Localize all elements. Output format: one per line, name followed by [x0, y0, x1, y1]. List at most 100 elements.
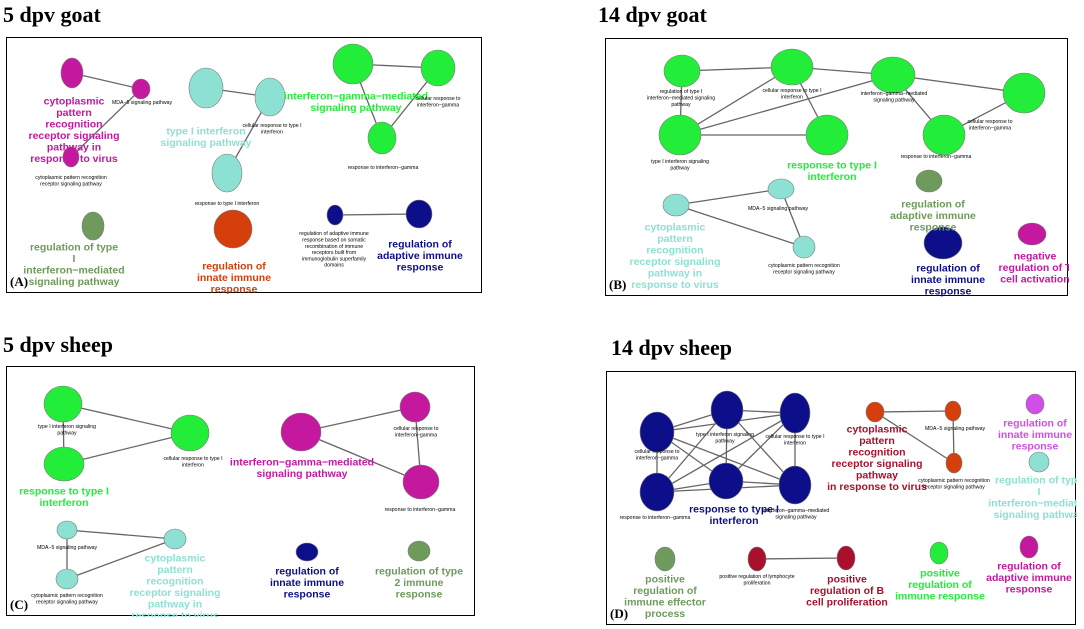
node-b13 [1017, 222, 1047, 246]
node-d14 [836, 545, 856, 571]
node-d1 [639, 411, 675, 453]
edge-a2-a3 [70, 88, 142, 158]
node-d12 [654, 546, 676, 572]
edge-c7-c8 [66, 529, 176, 540]
node-a7 [332, 43, 374, 85]
node-b11 [915, 169, 943, 193]
node-d13 [747, 546, 767, 572]
node-c10 [295, 542, 319, 562]
label-response-to-type-i-interferon: response to type I interferon [195, 201, 260, 207]
edge-b3-b5 [679, 74, 894, 136]
node-c5 [399, 391, 431, 423]
panel-tag-b: (B) [609, 277, 627, 292]
label-response-to-interferon-gamma: response to interferon−gamma [348, 165, 419, 171]
heading-c: 5 dpv sheep [3, 332, 114, 357]
node-b9 [767, 178, 795, 200]
edge-b8-b9 [675, 188, 782, 206]
node-c6 [402, 464, 440, 500]
node-a5 [254, 77, 286, 117]
heading-d: 14 dpv sheep [611, 335, 733, 360]
node-b10 [792, 235, 816, 259]
node-c1 [43, 385, 83, 423]
edge-d3-d4 [656, 412, 796, 493]
node-d11 [1028, 451, 1050, 473]
node-b7 [1002, 72, 1046, 114]
node-a9 [367, 121, 397, 155]
edge-c4-c6 [300, 431, 422, 483]
edge-b2-b3 [679, 66, 793, 136]
node-c4 [280, 412, 322, 452]
panel-tag-a: (A) [10, 274, 29, 289]
node-b6 [922, 114, 966, 156]
edge-a1-a2 [71, 72, 142, 90]
label-mda-5-signaling-pathway: MDA−5 signaling pathway [37, 545, 98, 551]
edge-c2-c3 [63, 432, 191, 465]
edge-a12-a13 [334, 213, 420, 216]
node-d4 [639, 472, 675, 512]
node-c2 [170, 414, 210, 452]
node-c9 [55, 568, 79, 590]
node-b1 [663, 54, 701, 88]
node-d7 [865, 401, 885, 423]
panel-tag-d: (D) [610, 606, 629, 621]
node-d8 [944, 400, 962, 422]
edge-b8-b10 [675, 204, 805, 248]
label-response-to-interferon-gamma: response to interferon−gamma [620, 515, 691, 521]
label-response-to-interferon-gamma: response to interferon−gamma [385, 507, 456, 513]
label-mda-5-signaling-pathway: MDA−5 signaling pathway [112, 100, 173, 106]
node-a8 [420, 49, 456, 87]
node-b12 [923, 226, 963, 260]
node-c8 [163, 528, 187, 550]
label-mda-5-signaling-pathway: MDA−5 signaling pathway [748, 206, 809, 212]
heading-b: 14 dpv goat [598, 2, 707, 27]
node-d6 [778, 465, 812, 505]
node-a3 [62, 146, 80, 168]
node-a10 [81, 211, 105, 241]
node-d5 [708, 462, 744, 500]
edge-d7-d8 [874, 410, 954, 413]
node-a2 [131, 78, 151, 100]
node-d10 [1025, 393, 1045, 415]
edge-c8-c9 [66, 538, 176, 580]
node-d9 [945, 452, 963, 474]
